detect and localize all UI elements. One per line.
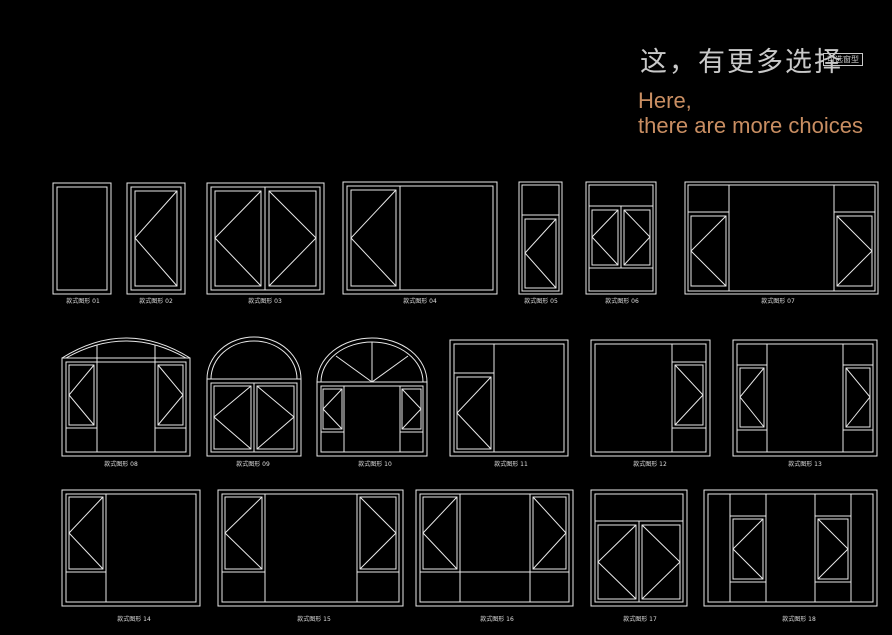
caption-style-05: 款式图形 05 bbox=[524, 297, 558, 305]
window-style-12 bbox=[590, 339, 711, 457]
window-style-06 bbox=[585, 181, 657, 295]
subtitle-line-1: Here, bbox=[638, 88, 692, 113]
caption-style-01: 款式图形 01 bbox=[66, 297, 100, 305]
caption-style-03: 款式图形 03 bbox=[248, 297, 282, 305]
window-style-16 bbox=[415, 489, 574, 607]
window-style-13 bbox=[732, 339, 878, 457]
window-style-02 bbox=[126, 182, 186, 295]
window-style-03 bbox=[206, 182, 325, 295]
window-style-08 bbox=[61, 337, 191, 457]
caption-style-08: 款式图形 08 bbox=[104, 460, 138, 468]
window-style-17 bbox=[590, 489, 688, 607]
caption-style-13: 款式图形 13 bbox=[788, 460, 822, 468]
english-subtitle: Here, there are more choices bbox=[638, 88, 863, 138]
window-style-01 bbox=[52, 182, 112, 295]
window-style-11 bbox=[449, 339, 569, 457]
page-title: 这，有更多选择 bbox=[640, 47, 843, 78]
caption-style-11: 款式图形 11 bbox=[494, 460, 528, 468]
window-style-09 bbox=[206, 336, 302, 457]
caption-style-06: 款式图形 06 bbox=[605, 297, 639, 305]
caption-style-17: 款式图形 17 bbox=[623, 615, 657, 623]
optional-types-badge: 可选窗型 bbox=[823, 53, 863, 66]
caption-style-10: 款式图形 10 bbox=[358, 460, 392, 468]
caption-style-02: 款式图形 02 bbox=[139, 297, 173, 305]
window-style-15 bbox=[217, 489, 404, 607]
caption-style-12: 款式图形 12 bbox=[633, 460, 667, 468]
caption-style-18: 款式图形 18 bbox=[782, 615, 816, 623]
window-style-07 bbox=[684, 181, 879, 295]
caption-style-14: 款式图形 14 bbox=[117, 615, 151, 623]
caption-style-15: 款式图形 15 bbox=[297, 615, 331, 623]
window-style-14 bbox=[61, 489, 201, 607]
window-style-05 bbox=[518, 181, 563, 295]
caption-style-04: 款式图形 04 bbox=[403, 297, 437, 305]
window-style-10 bbox=[316, 337, 428, 457]
window-style-18 bbox=[703, 489, 878, 607]
subtitle-line-2: there are more choices bbox=[638, 113, 863, 138]
caption-style-16: 款式图形 16 bbox=[480, 615, 514, 623]
caption-style-09: 款式图形 09 bbox=[236, 460, 270, 468]
window-style-04 bbox=[342, 181, 498, 295]
caption-style-07: 款式图形 07 bbox=[761, 297, 795, 305]
